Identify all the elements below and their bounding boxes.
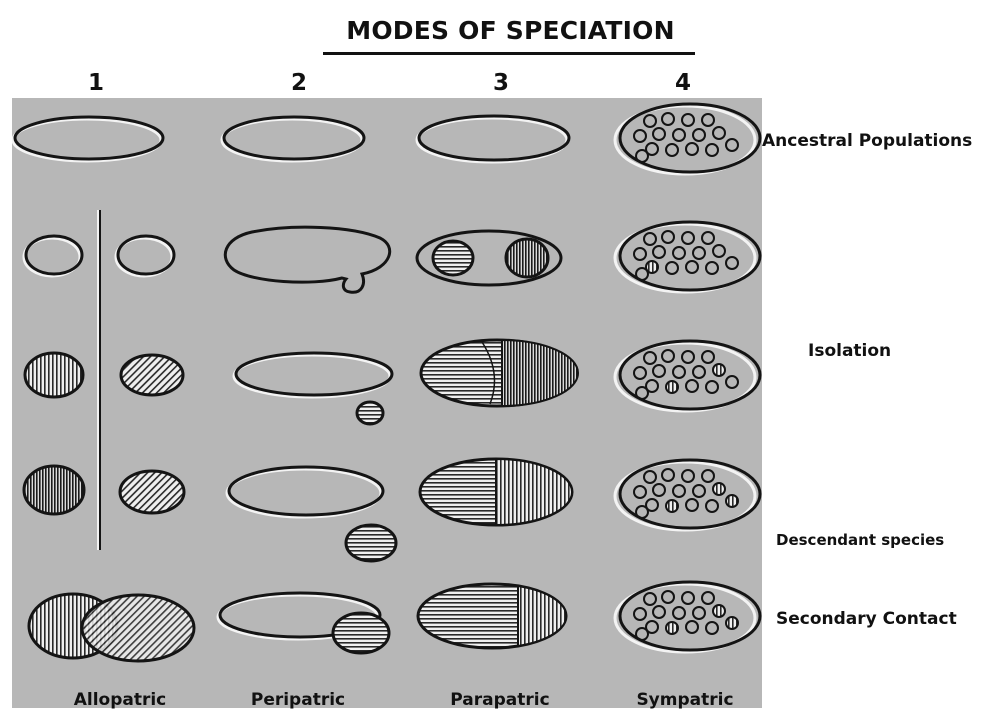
mode-label-sympatric: Sympatric	[595, 690, 775, 710]
allopatric-descendant-right	[120, 471, 184, 513]
sympatric-individual	[666, 622, 678, 634]
allopatric-descendant-left	[24, 466, 84, 514]
mode-label-allopatric: Allopatric	[30, 690, 210, 710]
sympatric-individual	[713, 364, 725, 376]
allopatric-contact-right	[82, 595, 194, 661]
speciation-diagram-panel	[12, 98, 762, 708]
peripatric-peripheral-isolate	[357, 402, 383, 424]
parapatric-subpopulation-right	[506, 239, 548, 277]
sympatric-individual	[726, 617, 738, 629]
row-label-secondary-contact: Secondary Contact	[776, 609, 957, 629]
allopatric-diverging-right	[121, 355, 183, 395]
sympatric-individual	[726, 495, 738, 507]
diagram-title: MODES OF SPECIATION	[323, 16, 698, 45]
row-label-descendant: Descendant species	[776, 531, 944, 549]
sympatric-individual	[713, 605, 725, 617]
row-label-isolation: Isolation	[808, 341, 891, 361]
mode-label-peripatric: Peripatric	[208, 690, 388, 710]
mode-label-parapatric: Parapatric	[410, 690, 590, 710]
column-number-2: 2	[279, 70, 319, 96]
allopatric-diverging-left	[25, 353, 83, 397]
peripatric-new-species	[346, 525, 396, 561]
sympatric-individual	[713, 483, 725, 495]
row-label-ancestral: Ancestral Populations	[762, 131, 972, 151]
parapatric-subpopulation-left	[433, 241, 473, 275]
column-number-4: 4	[663, 70, 703, 96]
sympatric-individual	[666, 381, 678, 393]
title-underline	[323, 52, 695, 55]
peripatric-species-contact	[333, 613, 389, 653]
column-number-1: 1	[76, 70, 116, 96]
column-number-3: 3	[481, 70, 521, 96]
sympatric-individual	[666, 500, 678, 512]
